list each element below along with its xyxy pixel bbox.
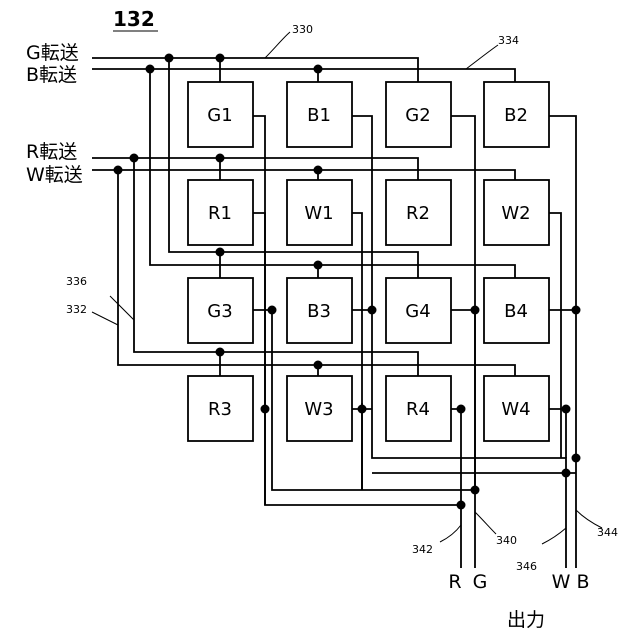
output-label-w: W (552, 571, 571, 593)
pixel-label-r4: R4 (406, 399, 430, 420)
pixel-labels: G1 B1 G2 B2 R1 W1 R2 W2 G3 B3 G4 B4 R3 W… (207, 105, 530, 420)
pixel-label-g2: G2 (405, 105, 430, 126)
label-g-transfer: G転送 (26, 42, 79, 64)
label-w-transfer: W転送 (26, 164, 83, 186)
r-transfer-line (92, 158, 418, 378)
pixel-label-b2: B2 (504, 105, 528, 126)
ref-332: 332 (66, 303, 87, 316)
pixel-label-w1: W1 (304, 203, 333, 224)
pixel-label-w3: W3 (304, 399, 333, 420)
pixel-label-g3: G3 (207, 301, 232, 322)
ref-330: 330 (292, 23, 313, 36)
pixel-label-b3: B3 (307, 301, 331, 322)
pixel-label-r2: R2 (406, 203, 430, 224)
pixel-label-b1: B1 (307, 105, 331, 126)
pixel-label-w4: W4 (501, 399, 530, 420)
ref-336: 336 (66, 275, 87, 288)
pixel-label-w2: W2 (501, 203, 530, 224)
pixel-label-g4: G4 (405, 301, 430, 322)
pixel-label-b4: B4 (504, 301, 528, 322)
g-transfer-line (92, 58, 418, 280)
ref-334: 334 (498, 34, 519, 47)
output-label-b: B (576, 571, 589, 593)
pixel-label-g1: G1 (207, 105, 232, 126)
pixel-label-r1: R1 (208, 203, 232, 224)
label-b-transfer: B転送 (26, 64, 77, 86)
ref-346: 346 (516, 560, 537, 573)
output-label-r: R (448, 571, 461, 593)
output-label-g: G (473, 571, 488, 593)
figure-number: 132 (113, 7, 155, 31)
label-r-transfer: R転送 (26, 141, 77, 163)
ref-340: 340 (496, 534, 517, 547)
output-caption: 出力 (507, 609, 545, 631)
ref-342: 342 (412, 543, 433, 556)
ref-344: 344 (597, 526, 618, 539)
pixel-grid (188, 82, 549, 441)
pixel-label-r3: R3 (208, 399, 232, 420)
